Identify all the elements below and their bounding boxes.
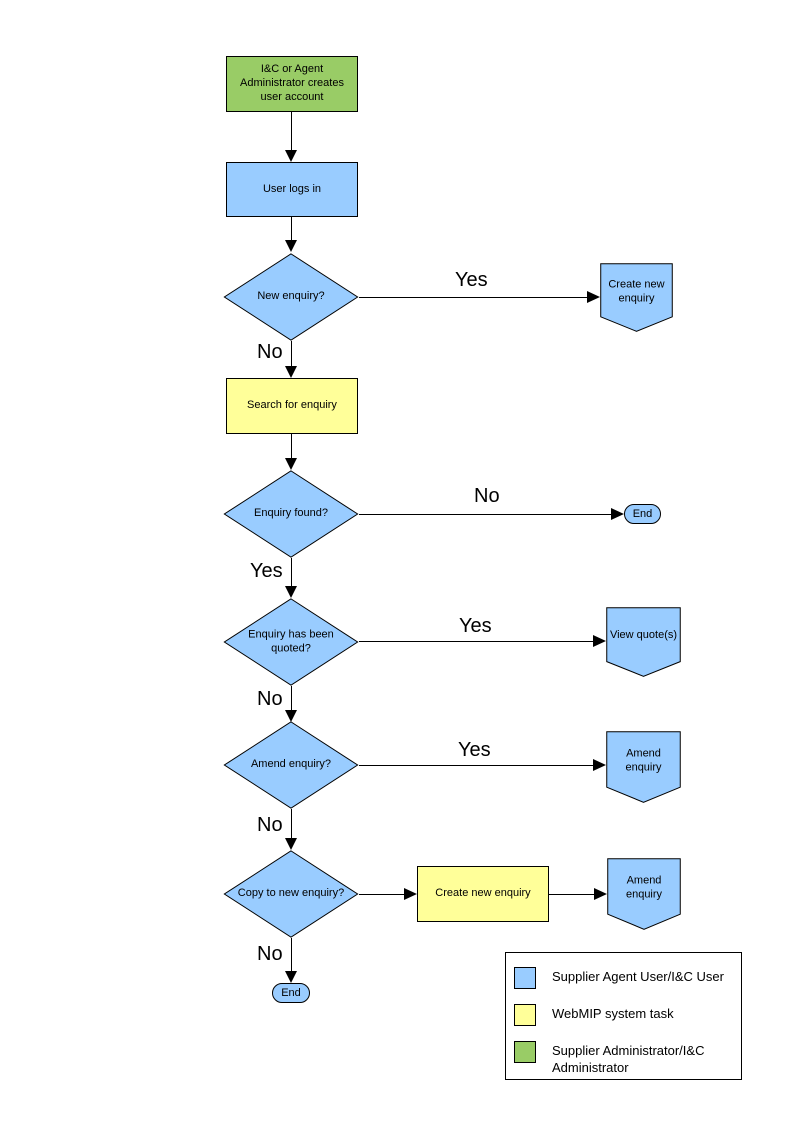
node-amend-enquiry-1-label: Amend enquiry (625, 747, 662, 774)
diamond-shape (223, 850, 359, 938)
legend-swatch-user (514, 967, 536, 989)
decision-copy-to-new-enquiry: Copy to new enquiry? (223, 850, 359, 938)
connector-line (359, 765, 594, 766)
arrowhead-down-icon (285, 838, 297, 850)
arrowhead-right-icon (611, 508, 624, 520)
connector-line (359, 894, 405, 895)
connector-line (291, 434, 292, 460)
node-view-quotes: View quote(s) (606, 607, 681, 677)
decision-enquiry-quoted-label: Enquiry has been quoted? (248, 628, 334, 654)
decision-new-enquiry: New enquiry? (223, 253, 359, 341)
legend-box: Supplier Agent User/I&C User WebMIP syst… (505, 952, 742, 1080)
branch-label-no: No (257, 341, 283, 363)
pentagon-shape (607, 858, 681, 930)
decision-enquiry-quoted: Enquiry has been quoted? (223, 598, 359, 686)
terminator-end-bottom-label: End (281, 987, 301, 999)
branch-label-yes: Yes (250, 560, 283, 582)
node-user-logs-in: User logs in (226, 162, 358, 217)
connector-line (291, 809, 292, 840)
diamond-shape (223, 598, 359, 686)
node-amend-enquiry-2-label: Amend enquiry (625, 874, 663, 901)
legend-label-user: Supplier Agent User/I&C User (552, 969, 724, 984)
diamond-shape (223, 253, 359, 341)
branch-label-no: No (257, 814, 283, 836)
legend-swatch-admin (514, 1041, 536, 1063)
arrowhead-down-icon (285, 586, 297, 598)
legend-label-system: WebMIP system task (552, 1006, 674, 1021)
node-view-quotes-label: View quote(s) (609, 629, 678, 642)
legend-item-admin: Supplier Administrator/I&C Administrator (514, 1041, 737, 1077)
connector-line (291, 686, 292, 712)
pentagon-shape (606, 607, 681, 677)
connector-line (291, 217, 292, 242)
connector-line (291, 558, 292, 588)
node-amend-enquiry-1: Amend enquiry (606, 731, 681, 803)
legend-swatch-system (514, 1004, 536, 1026)
branch-label-no: No (257, 688, 283, 710)
node-create-new-enquiry-mid-label: Create new enquiry (435, 887, 531, 900)
arrowhead-down-icon (285, 458, 297, 470)
decision-new-enquiry-label: New enquiry? (257, 290, 325, 303)
node-create-new-enquiry-top: Create new enquiry (600, 263, 673, 332)
arrowhead-down-icon (285, 710, 297, 722)
arrowhead-down-icon (285, 366, 297, 378)
connector-line (291, 938, 292, 973)
branch-label-yes: Yes (455, 269, 488, 291)
legend-item-user: Supplier Agent User/I&C User (514, 967, 737, 989)
arrowhead-right-icon (593, 635, 606, 647)
node-create-new-enquiry-top-label: Create new enquiry (608, 278, 665, 304)
diamond-shape (223, 721, 359, 809)
pentagon-shape (606, 731, 681, 803)
arrowhead-right-icon (593, 759, 606, 771)
decision-enquiry-found-label: Enquiry found? (253, 507, 328, 520)
connector-line (291, 341, 292, 368)
branch-label-no: No (474, 485, 500, 507)
terminator-end-right-label: End (632, 508, 653, 520)
decision-amend-enquiry: Amend enquiry? (223, 721, 359, 809)
node-amend-enquiry-2: Amend enquiry (607, 858, 681, 930)
branch-label-no: No (257, 943, 283, 965)
arrowhead-down-icon (285, 150, 297, 162)
node-create-new-enquiry-mid: Create new enquiry (417, 866, 549, 922)
branch-label-yes: Yes (459, 615, 492, 637)
arrowhead-right-icon (404, 888, 417, 900)
diamond-shape (223, 470, 359, 558)
legend-item-system: WebMIP system task (514, 1004, 737, 1026)
connector-line (291, 112, 292, 152)
branch-label-yes: Yes (458, 739, 491, 761)
terminator-end-right: End (624, 504, 661, 524)
node-search-for-enquiry: Search for enquiry (226, 378, 358, 434)
terminator-end-bottom: End (272, 983, 310, 1003)
arrowhead-down-icon (285, 240, 297, 252)
node-create-user-account-label: I&C or Agent Administrator creates user … (240, 63, 344, 103)
connector-line (549, 894, 595, 895)
arrowhead-down-icon (285, 971, 297, 983)
arrowhead-right-icon (587, 291, 600, 303)
legend-label-admin: Supplier Administrator/I&C Administrator (552, 1043, 705, 1075)
decision-copy-to-new-enquiry-label: Copy to new enquiry? (237, 887, 345, 900)
node-create-user-account: I&C or Agent Administrator creates user … (226, 56, 358, 112)
node-search-for-enquiry-label: Search for enquiry (247, 399, 337, 412)
node-user-logs-in-label: User logs in (262, 182, 322, 195)
pentagon-shape (600, 263, 673, 332)
connector-line (359, 641, 594, 642)
decision-enquiry-found: Enquiry found? (223, 470, 359, 558)
connector-line (359, 297, 588, 298)
arrowhead-right-icon (594, 888, 607, 900)
decision-amend-enquiry-label: Amend enquiry? (250, 758, 332, 771)
connector-line (359, 514, 612, 515)
